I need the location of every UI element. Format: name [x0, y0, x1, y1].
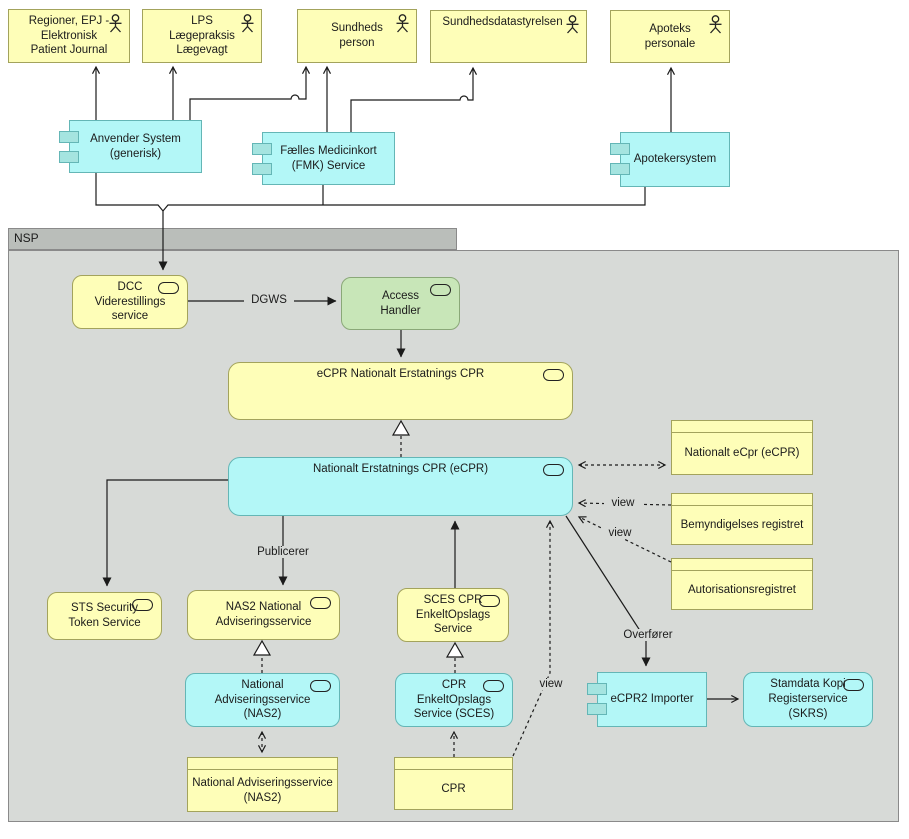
dataobject-label: National Adviseringsservice (NAS2) [192, 776, 333, 804]
component-label: eCPR2 Importer [610, 693, 694, 706]
actor-lps: LPS Lægepraksis Lægevagt [142, 9, 262, 63]
actor-label: Sundhedsdatastyrelsen [442, 16, 563, 28]
actor-icon [708, 15, 723, 39]
component-anvender-system: Anvender System (generisk) [59, 120, 202, 173]
service-label: NAS2 National Adviseringsservice [215, 601, 312, 628]
service-sces: SCES CPR EnkeltOpslags Service [397, 588, 509, 642]
component-label: Apotekersystem [633, 153, 717, 166]
application-label: Nationalt Erstatnings CPR (eCPR) [312, 463, 489, 475]
service-skrs: Stamdata Kopi Registerservice (SKRS) [743, 672, 873, 727]
service-ecpr-nationalt: eCPR Nationalt Erstatnings CPR [228, 362, 573, 420]
service-access-handler: Access Handler [341, 277, 460, 330]
service-icon [543, 464, 564, 476]
component-icon [610, 163, 630, 175]
application-label: CPR EnkeltOpslags Service (SCES) [413, 678, 495, 721]
service-icon [158, 282, 179, 294]
service-icon [483, 680, 504, 692]
service-icon [310, 597, 331, 609]
service-icon [543, 369, 564, 381]
group-nsp-tab [8, 228, 457, 250]
component-icon [252, 143, 272, 155]
actor-apoteks-personale: Apoteks personale [610, 10, 730, 63]
dataobject-label: Nationalt eCpr (eCPR) [684, 447, 800, 460]
dataobject-band [188, 758, 337, 770]
component-label: Fælles Medicinkort (FMK) Service [280, 144, 377, 172]
component-apotekersystem: Apotekersystem [610, 132, 730, 187]
dataobject-band [672, 421, 812, 433]
service-dcc-viderestilling: DCC Viderestillings service [72, 275, 188, 329]
dataobject-nas2: National Adviseringsservice (NAS2) [187, 757, 338, 812]
service-label: Stamdata Kopi Registerservice (SKRS) [768, 678, 848, 720]
dataobject-label: Bemyndigelses registret [680, 518, 804, 531]
service-nas2: NAS2 National Adviseringsservice [187, 590, 340, 640]
edge-label-dgws: DGWS [244, 294, 294, 306]
application-label: National Adviseringsservice (NAS2) [214, 678, 311, 721]
dataobject-label: CPR [441, 783, 466, 796]
dataobject-band [672, 494, 812, 506]
service-icon [843, 679, 864, 691]
edge-label-view-bemyndigelse: view [604, 497, 642, 509]
actor-regioner-epj: Regioner, EPJ - Elektronisk Patient Jour… [8, 9, 130, 63]
actor-icon [395, 14, 410, 38]
component-fmk-service: Fælles Medicinkort (FMK) Service [252, 132, 395, 185]
service-label: STS Security Token Service [68, 602, 141, 629]
service-label: DCC Viderestillings service [94, 280, 166, 323]
component-icon [587, 683, 607, 695]
edge-label-overfoerer: Overfører [615, 629, 681, 641]
dataobject-autorisationsregistret: Autorisationsregistret [671, 558, 813, 610]
component-label: Anvender System (generisk) [90, 132, 181, 160]
component-icon [587, 703, 607, 715]
dataobject-band [395, 758, 512, 770]
dataobject-bemyndigelses-registret: Bemyndigelses registret [671, 493, 813, 545]
service-sts: STS Security Token Service [47, 592, 162, 640]
service-label: SCES CPR EnkeltOpslags Service [415, 593, 491, 636]
application-nationalt-erstatnings-cpr: Nationalt Erstatnings CPR (eCPR) [228, 457, 573, 516]
actor-label: LPS Lægepraksis Lægevagt [169, 14, 235, 57]
dataobject-cpr: CPR [394, 757, 513, 810]
group-nsp-label: NSP [14, 231, 39, 245]
dataobject-band [672, 559, 812, 571]
component-icon [59, 131, 79, 143]
edge-label-publicerer: Publicerer [249, 546, 317, 558]
dataobject-nationalt-ecpr: Nationalt eCpr (eCPR) [671, 420, 813, 475]
actor-sundhedsdatastyrelsen: Sundhedsdatastyrelsen [430, 10, 587, 63]
application-sces: CPR EnkeltOpslags Service (SCES) [395, 673, 513, 727]
component-icon [59, 151, 79, 163]
actor-icon [240, 14, 255, 38]
actor-icon [565, 15, 580, 39]
actor-label: Regioner, EPJ - Elektronisk Patient Jour… [28, 14, 110, 57]
application-nas2: National Adviseringsservice (NAS2) [185, 673, 340, 727]
actor-label: Apoteks personale [644, 22, 696, 50]
edge-label-view-autorisation: view [601, 527, 639, 539]
service-label: eCPR Nationalt Erstatnings CPR [316, 368, 485, 380]
edge-anvender-sundhedsperson [189, 67, 306, 120]
dataobject-label: Autorisationsregistret [687, 583, 797, 596]
component-ecpr2-importer: eCPR2 Importer [587, 672, 707, 727]
component-icon [610, 143, 630, 155]
component-icon [252, 163, 272, 175]
actor-label: Sundheds person [331, 22, 383, 49]
service-icon [310, 680, 331, 692]
actor-icon [108, 14, 123, 38]
service-label: Access Handler [380, 289, 421, 317]
actor-sundhedsperson: Sundheds person [297, 9, 417, 63]
edge-fmk-sundhedsdatastyrelsen [350, 68, 473, 132]
service-icon [479, 595, 500, 607]
service-icon [132, 599, 153, 611]
service-icon [430, 284, 451, 296]
edge-label-view-cpr: view [532, 678, 570, 690]
